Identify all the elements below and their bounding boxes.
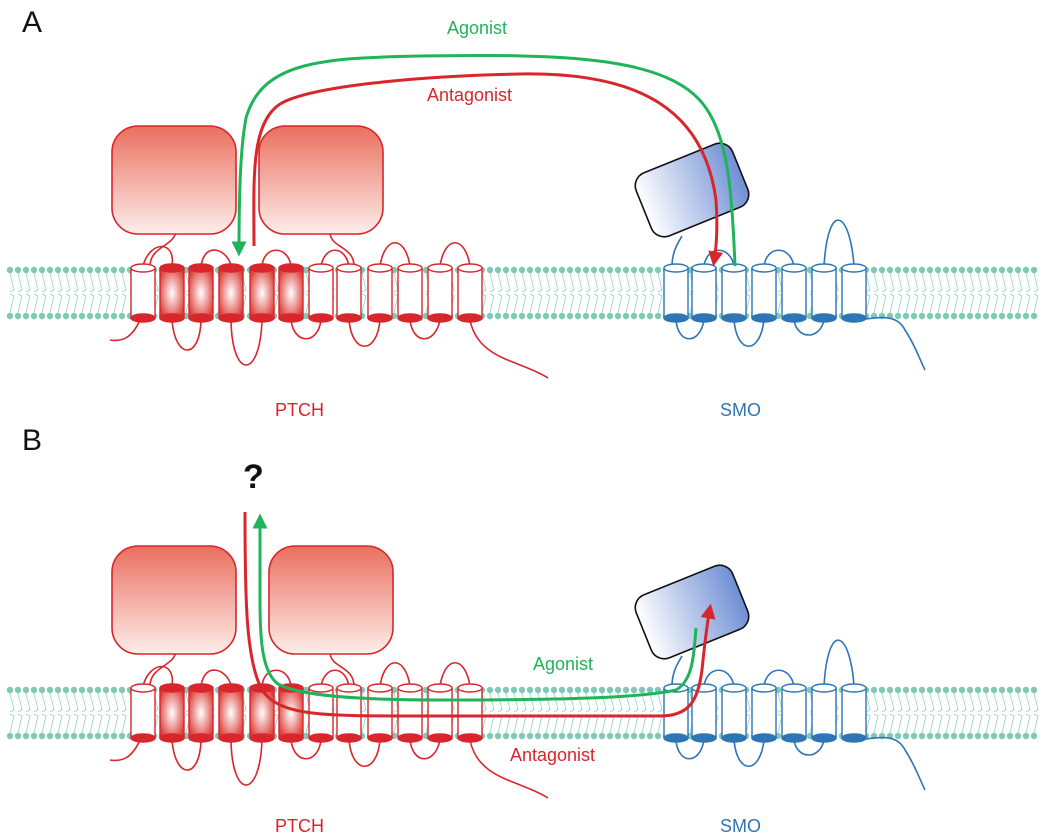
ptch-helix-8-b	[336, 683, 362, 743]
smo-label-b: SMO	[720, 816, 761, 836]
ptch-helix-5-b	[249, 683, 275, 743]
ptch-helix-3-b	[188, 683, 214, 743]
smo-helix-4-a	[751, 263, 777, 323]
ptch-helix-10-b	[397, 683, 423, 743]
smo-helix-5-b	[781, 683, 807, 743]
panel-a: A Agonist Antagonist PTCH SMO	[6, 6, 1039, 420]
ptch-helix-4-a	[218, 263, 244, 323]
ptch-helix-11-a	[427, 263, 453, 323]
agonist-label-b: Agonist	[533, 654, 593, 674]
antagonist-arrow-a	[252, 72, 724, 267]
ptch-ecd-right-b	[268, 545, 394, 655]
smo-helix-7-b	[841, 683, 867, 743]
ptch-helix-9-a	[367, 263, 393, 323]
ptch-protein-b	[109, 545, 549, 799]
antagonist-label-b: Antagonist	[510, 745, 595, 765]
question-mark: ?	[243, 458, 264, 496]
smo-crd-b	[634, 564, 750, 660]
panel-b-label: B	[22, 424, 42, 457]
ptch-label-b: PTCH	[275, 816, 324, 836]
panel-a-label: A	[22, 6, 42, 39]
smo-helix-2-a	[691, 263, 717, 323]
ptch-helix-8-a	[336, 263, 362, 323]
smo-crd-a	[634, 142, 750, 238]
ptch-protein-a	[109, 125, 549, 379]
ptch-helix-1-b	[130, 683, 156, 743]
smo-protein-a	[634, 142, 926, 371]
ptch-ecd-left-a	[111, 125, 237, 235]
antagonist-arrow-b	[243, 511, 716, 718]
smo-label-a: SMO	[720, 400, 761, 420]
agonist-arrow-b	[252, 513, 698, 702]
ptch-helix-6-a	[278, 263, 304, 323]
ptch-helix-9-b	[367, 683, 393, 743]
ptch-helix-5-a	[249, 263, 275, 323]
smo-protein-b	[634, 564, 926, 791]
antagonist-label-a: Antagonist	[427, 85, 512, 105]
smo-helix-6-a	[811, 263, 837, 323]
ptch-helix-3-a	[188, 263, 214, 323]
smo-helix-1-a	[663, 263, 689, 323]
ptch-ecd-left-b	[111, 545, 237, 655]
smo-helix-4-b	[751, 683, 777, 743]
ptch-helix-2-a	[159, 263, 185, 323]
panel-b: B ? Agonist Antagonist PTCH SMO	[6, 424, 1039, 836]
ptch-helix-12-b	[457, 683, 483, 743]
ptch-ecd-right-a	[258, 125, 384, 235]
ptch-helix-12-a	[457, 263, 483, 323]
ptch-helix-11-b	[427, 683, 453, 743]
smo-helix-3-a	[721, 263, 747, 323]
smo-helix-5-a	[781, 263, 807, 323]
ptch-helix-7-a	[308, 263, 334, 323]
smo-helix-7-a	[841, 263, 867, 323]
ptch-helix-10-a	[397, 263, 423, 323]
agonist-label-a: Agonist	[447, 18, 507, 38]
ptch-helix-6-b	[278, 683, 304, 743]
ptch-helix-4-b	[218, 683, 244, 743]
smo-helix-6-b	[811, 683, 837, 743]
agonist-arrow-a	[231, 53, 737, 267]
smo-helix-3-b	[721, 683, 747, 743]
ptch-helix-1-a	[130, 263, 156, 323]
ptch-helix-2-b	[159, 683, 185, 743]
ptch-label-a: PTCH	[275, 400, 324, 420]
